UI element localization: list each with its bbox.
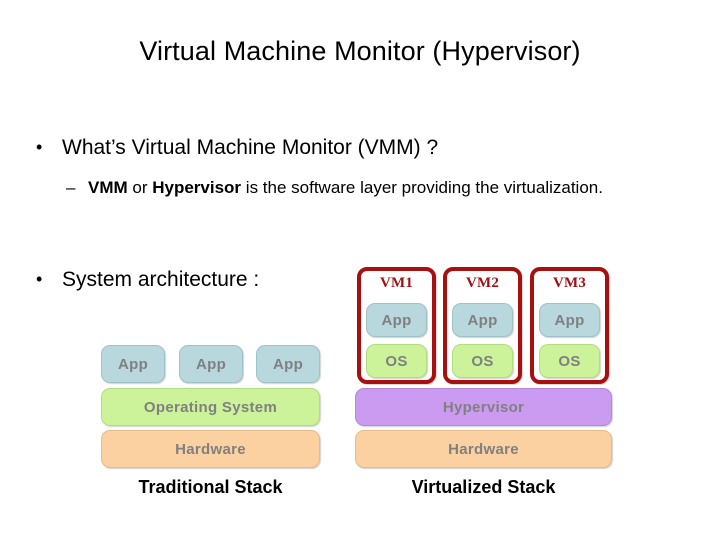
traditional-hardware-box: Hardware bbox=[101, 430, 320, 468]
bullet-system-architecture: • System architecture : bbox=[36, 266, 259, 293]
virtualized-hardware-box: Hardware bbox=[355, 430, 612, 468]
vm-app-box-3: App bbox=[539, 303, 600, 337]
vm-label-3: VM3 bbox=[552, 275, 587, 291]
hypervisor-box: Hypervisor bbox=[355, 388, 612, 426]
subbullet-vmm-definition: – VMM or Hypervisor is the software laye… bbox=[66, 176, 690, 199]
vm-os-box-2: OS bbox=[452, 344, 513, 378]
bullet-marker: • bbox=[36, 269, 43, 289]
subbullet-mid: or bbox=[127, 178, 153, 197]
vm-app-box-2: App bbox=[452, 303, 513, 337]
traditional-operating-system-box: Operating System bbox=[101, 388, 320, 426]
bullet-text: System architecture : bbox=[62, 268, 260, 291]
vm-os-box-1: OS bbox=[366, 344, 427, 378]
vm-label-1: VM1 bbox=[379, 275, 414, 291]
bullet-what-is-vmm: • What’s Virtual Machine Monitor (VMM) ? bbox=[36, 134, 438, 161]
subbullet-rest: is the software layer providing the virt… bbox=[241, 178, 603, 197]
traditional-app-box-1: App bbox=[101, 345, 165, 383]
traditional-app-box-3: App bbox=[256, 345, 320, 383]
subbullet-text: VMM or Hypervisor is the software layer … bbox=[88, 176, 690, 199]
page-title: Virtual Machine Monitor (Hypervisor) bbox=[139, 36, 581, 66]
vm-app-box-1: App bbox=[366, 303, 427, 337]
vm-label-2: VM2 bbox=[465, 275, 500, 291]
traditional-app-box-2: App bbox=[179, 345, 243, 383]
bullet-text: What’s Virtual Machine Monitor (VMM) ? bbox=[62, 136, 439, 159]
subbullet-bold-vmm: VMM bbox=[88, 178, 128, 197]
subbullet-marker: – bbox=[66, 178, 76, 197]
virtualized-stack-caption: Virtualized Stack bbox=[411, 477, 556, 497]
traditional-stack-caption: Traditional Stack bbox=[138, 477, 283, 497]
vm-os-box-3: OS bbox=[539, 344, 600, 378]
subbullet-bold-hypervisor: Hypervisor bbox=[152, 178, 242, 197]
bullet-marker: • bbox=[36, 137, 43, 157]
